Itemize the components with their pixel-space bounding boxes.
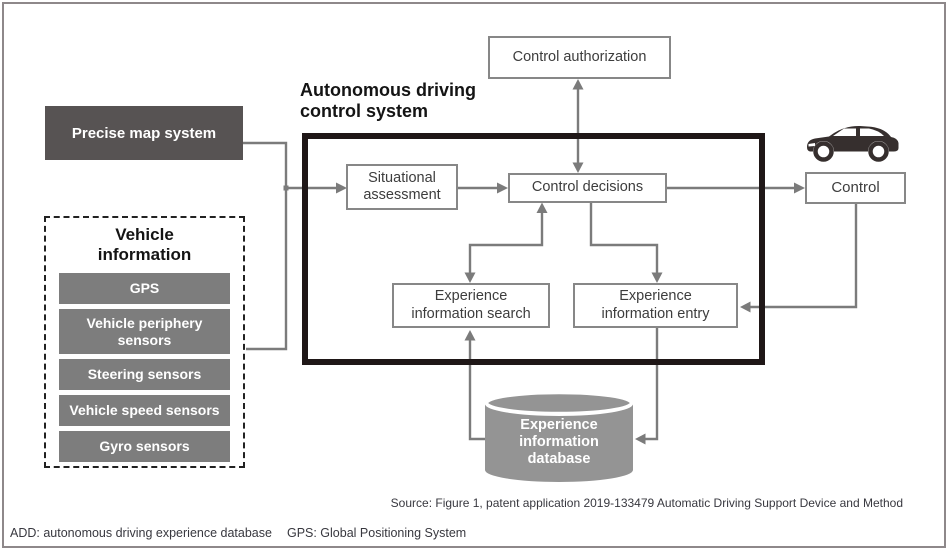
vehicle-item-steering-sensors: Steering sensors <box>59 359 230 390</box>
car-icon <box>807 125 899 162</box>
input-trunk-line <box>243 141 288 351</box>
node-control: Control <box>805 172 906 204</box>
arrow-decisions-search <box>468 212 544 273</box>
system-title: Autonomous driving control system <box>300 80 476 121</box>
vehicle-item-gps: GPS <box>59 273 230 304</box>
vehicle-info-title: Vehicle information <box>97 225 192 264</box>
node-control-authorization: Control authorization <box>488 36 671 79</box>
node-control-decisions: Control decisions <box>508 173 667 203</box>
vehicle-item-gyro-sensors: Gyro sensors <box>59 431 230 462</box>
node-experience-search: Experience information search <box>392 283 550 328</box>
abbreviations-text: ADD: autonomous driving experience datab… <box>10 526 466 540</box>
system-boundary-box <box>302 133 765 365</box>
arrow-database-to-search <box>468 340 486 441</box>
arrow-control-to-entry <box>750 204 858 309</box>
abbr-gps: GPS: Global Positioning System <box>286 526 467 540</box>
arrow-decisions-to-entry <box>589 203 659 273</box>
abbr-add: ADD: autonomous driving experience datab… <box>10 526 272 540</box>
source-text: Source: Figure 1, patent application 201… <box>390 496 903 510</box>
node-situational-assessment: Situational assessment <box>346 164 458 210</box>
database-label: Experience information database <box>519 417 599 467</box>
vehicle-info-items: GPS Vehicle periphery sensors Steering s… <box>59 273 230 462</box>
vehicle-item-periphery-sensors: Vehicle periphery sensors <box>59 309 230 354</box>
database-cylinder-icon <box>484 390 634 482</box>
node-experience-entry: Experience information entry <box>573 283 738 328</box>
vehicle-info-panel: Vehicle information GPS Vehicle peripher… <box>44 216 245 468</box>
vehicle-item-speed-sensors: Vehicle speed sensors <box>59 395 230 426</box>
arrow-entry-to-database <box>645 328 659 441</box>
node-precise-map: Precise map system <box>45 106 243 160</box>
